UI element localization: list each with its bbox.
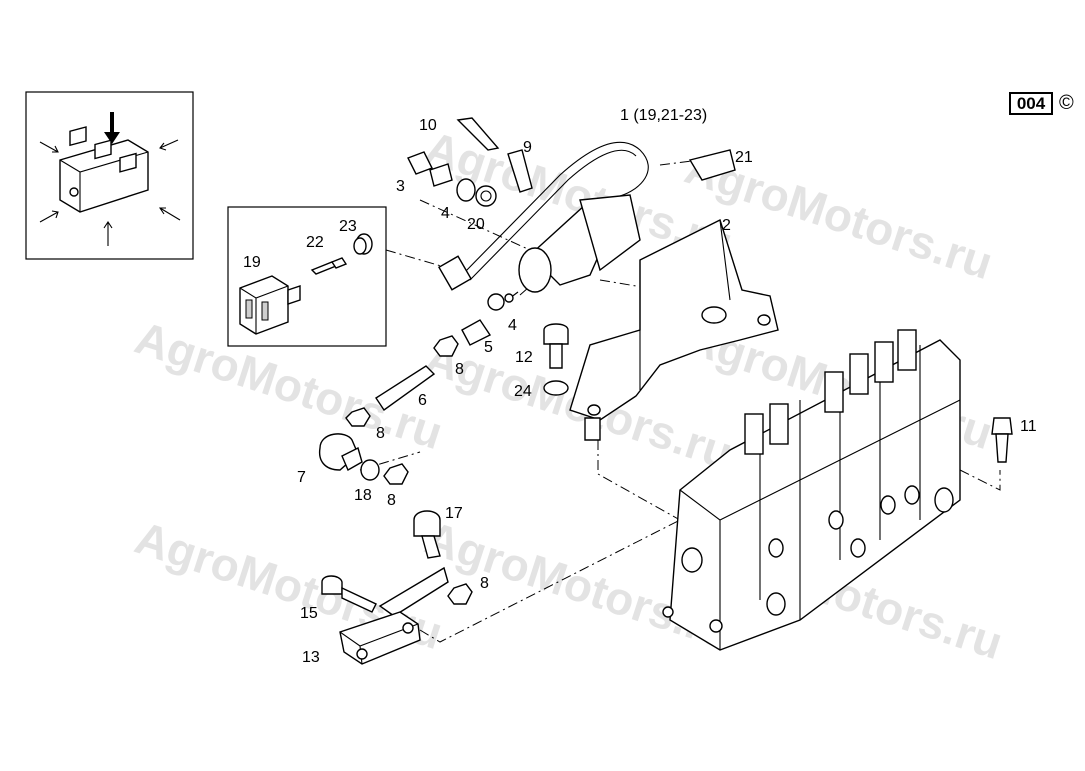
mounting-bracket xyxy=(569,219,779,441)
part-label-9: 9 xyxy=(523,139,532,156)
part-label-20: 20 xyxy=(467,216,485,233)
part-label-24: 24 xyxy=(514,383,532,400)
part-label-18: 18 xyxy=(354,487,372,504)
part-labels: 1 (19,21-23) 2 3 4 4 5 6 7 8 8 8 8 9 10 … xyxy=(243,107,1037,666)
part-label-8: 8 xyxy=(455,361,464,378)
valve-spool-caps xyxy=(744,329,917,455)
orientation-inset xyxy=(25,91,194,260)
part-label-19: 19 xyxy=(243,254,261,271)
part-label-8: 8 xyxy=(387,492,396,509)
actuator-cable-assembly xyxy=(438,141,649,303)
part-label-11: 11 xyxy=(1020,418,1037,435)
copyright-icon: © xyxy=(1059,92,1074,114)
part-label-3: 3 xyxy=(396,178,405,195)
part-label-22: 22 xyxy=(306,234,324,251)
small-parts-top xyxy=(407,117,736,346)
control-valve-block xyxy=(662,329,961,651)
linkage-parts xyxy=(318,323,1013,665)
part-label-21: 21 xyxy=(735,149,753,166)
part-label-4: 4 xyxy=(441,205,450,222)
part-label-8: 8 xyxy=(480,575,489,592)
valve-ports xyxy=(662,485,954,633)
part-label-17: 17 xyxy=(445,505,463,522)
part-label-10: 10 xyxy=(419,117,437,134)
part-label-13: 13 xyxy=(302,649,320,666)
page-code-badge: 004 xyxy=(1009,92,1053,115)
part-label-4: 4 xyxy=(508,317,517,334)
part-label-6: 6 xyxy=(418,392,427,409)
part-label-5: 5 xyxy=(484,339,493,356)
part-label-23: 23 xyxy=(339,218,357,235)
part-label-1: 1 (19,21-23) xyxy=(620,107,707,124)
part-label-8: 8 xyxy=(376,425,385,442)
part-label-7: 7 xyxy=(297,469,306,486)
connector-detail-inset xyxy=(227,206,449,347)
part-label-15: 15 xyxy=(300,605,318,622)
part-label-2: 2 xyxy=(722,217,731,234)
part-label-12: 12 xyxy=(515,349,533,366)
